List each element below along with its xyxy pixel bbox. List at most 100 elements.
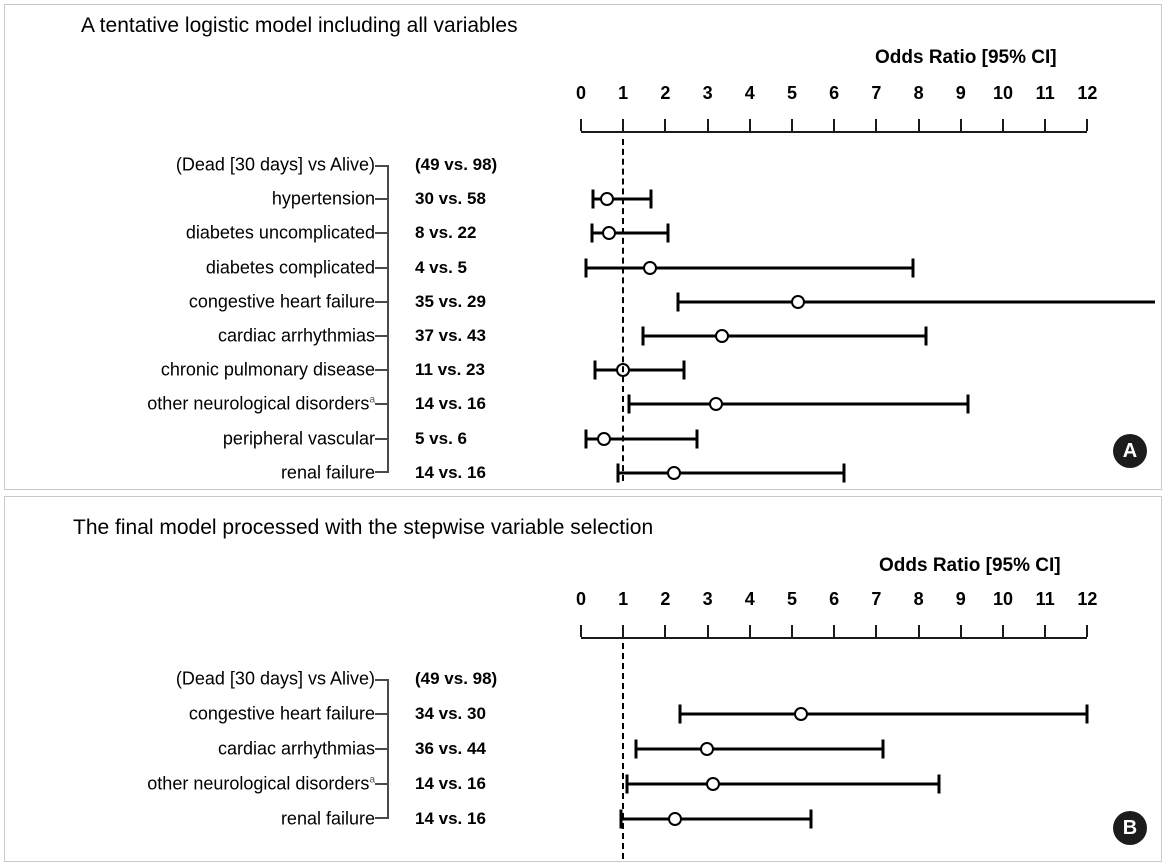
- row-count-cardiac-arrhythmias: 36 vs. 44: [415, 739, 486, 758]
- x-axis-line: [581, 637, 1088, 639]
- footnote-marker: a: [369, 774, 375, 786]
- row-label-renal-failure: renal failure: [280, 808, 375, 829]
- bracket-tick: [375, 300, 389, 303]
- ci-line-congestive-heart-failure: [678, 300, 1155, 304]
- x-tick-label-7: 7: [871, 83, 882, 103]
- x-axis-tick-11: [1044, 625, 1047, 637]
- x-axis-tick-5: [791, 119, 793, 131]
- row-label-other-neurological-disorders: other neurological disordersa: [147, 393, 375, 414]
- x-tick-label-5: 5: [786, 83, 798, 103]
- x-tick-label-6: 6: [829, 83, 840, 103]
- row-count-renal-failure: 14 vs. 16: [415, 809, 486, 828]
- bracket-tick: [375, 403, 389, 406]
- bracket-tick: [375, 437, 389, 440]
- ci-line-hypertension: [592, 197, 652, 201]
- bracket-tick: [375, 198, 389, 201]
- x-axis-tick-1: [622, 119, 625, 131]
- x-tick-label-8: 8: [913, 83, 924, 103]
- row-count-other-neurological-disorders: 14 vs. 16: [415, 774, 486, 793]
- x-tick-label-4: 4: [744, 83, 755, 103]
- x-tick-label-12: 12: [1077, 589, 1098, 609]
- x-tick-label-2: 2: [660, 589, 671, 609]
- odds-ratio-point-other-neurological-disorders: [705, 777, 720, 791]
- bracket-tick: [375, 335, 389, 337]
- ci-upper-cap: [695, 429, 699, 449]
- odds-ratio-point-peripheral-vascular: [597, 431, 612, 446]
- ci-upper-cap: [881, 739, 885, 759]
- ci-upper-cap: [911, 258, 915, 278]
- x-axis-tick-11: [1044, 119, 1047, 131]
- x-axis-tick-9: [959, 119, 962, 131]
- ci-upper-cap: [937, 774, 941, 794]
- bracket-tick: [375, 748, 389, 750]
- ci-lower-cap: [625, 774, 629, 794]
- row-label-diabetes-complicated: diabetes complicated: [205, 257, 375, 278]
- ci-upper-cap: [666, 223, 669, 243]
- ci-lower-cap: [616, 463, 620, 483]
- label-bracket: [375, 165, 389, 473]
- row-label-header: (Dead [30 days] vs Alive): [175, 668, 375, 689]
- x-tick-label-4: 4: [744, 589, 755, 609]
- x-tick-label-3: 3: [702, 589, 713, 609]
- ci-line-other-neurological-disorders: [627, 782, 939, 786]
- ci-upper-cap: [842, 463, 846, 483]
- x-tick-label-9: 9: [955, 589, 966, 609]
- panel-b-badge: B: [1113, 811, 1147, 845]
- ci-upper-cap: [924, 326, 928, 346]
- row-label-renal-failure: renal failure: [280, 462, 375, 483]
- x-tick-label-2: 2: [660, 83, 671, 103]
- row-count-congestive-heart-failure: 35 vs. 29: [415, 291, 486, 311]
- x-axis-tick-12: [1086, 625, 1089, 637]
- ci-line-cardiac-arrhythmias: [643, 334, 927, 338]
- ci-lower-cap: [584, 429, 588, 449]
- x-tick-label-10: 10: [992, 589, 1014, 609]
- x-tick-label-9: 9: [955, 83, 966, 103]
- row-count-header: (49 vs. 98): [415, 669, 498, 688]
- x-axis-tick-1: [622, 625, 625, 637]
- x-axis-tick-2: [664, 625, 667, 637]
- x-tick-label-7: 7: [871, 589, 882, 609]
- x-tick-label-1: 1: [618, 589, 629, 609]
- reference-line-or-1: [622, 643, 625, 859]
- panel-b-axis-title: Odds Ratio [95% CI]: [879, 555, 1061, 576]
- ci-lower-cap: [584, 258, 588, 278]
- x-axis-tick-12: [1086, 119, 1089, 131]
- row-count-renal-failure: 14 vs. 16: [415, 462, 486, 482]
- ci-line-renal-failure: [621, 817, 811, 821]
- row-label-congestive-heart-failure: congestive heart failure: [188, 291, 375, 312]
- ci-lower-cap: [678, 704, 682, 724]
- row-label-congestive-heart-failure: congestive heart failure: [188, 703, 375, 724]
- odds-ratio-point-hypertension: [600, 192, 615, 207]
- panel-b: The final model processed with the stepw…: [4, 496, 1162, 862]
- x-axis-tick-4: [748, 625, 751, 637]
- odds-ratio-point-cardiac-arrhythmias: [700, 742, 715, 756]
- row-label-peripheral-vascular: peripheral vascular: [222, 428, 375, 449]
- x-axis-tick-8: [917, 625, 920, 637]
- ci-upper-cap: [966, 394, 970, 414]
- x-axis-tick-9: [959, 625, 962, 637]
- x-axis-tick-7: [875, 625, 878, 637]
- row-count-hypertension: 30 vs. 58: [415, 189, 486, 209]
- odds-ratio-point-congestive-heart-failure: [794, 707, 809, 721]
- ci-lower-cap: [590, 223, 594, 243]
- x-axis-tick-3: [706, 625, 709, 637]
- x-axis-tick-10: [1002, 625, 1004, 637]
- panel-a-title: A tentative logistic model including all…: [81, 14, 518, 37]
- odds-ratio-point-congestive-heart-failure: [790, 294, 805, 309]
- row-count-header: (49 vs. 98): [415, 155, 498, 174]
- x-tick-label-8: 8: [913, 589, 924, 609]
- x-axis-tick-6: [833, 625, 836, 637]
- ci-line-congestive-heart-failure: [680, 712, 1088, 716]
- row-label-cardiac-arrhythmias: cardiac arrhythmias: [217, 738, 375, 759]
- row-count-peripheral-vascular: 5 vs. 6: [415, 428, 467, 448]
- ci-upper-cap: [809, 809, 813, 829]
- bracket-tick: [375, 783, 389, 785]
- ci-line-diabetes-complicated: [586, 266, 913, 270]
- panel-a-axis-title: Odds Ratio [95% CI]: [875, 47, 1057, 68]
- row-label-diabetes-uncomplicated: diabetes uncomplicated: [185, 222, 375, 243]
- x-axis-tick-0: [580, 625, 582, 637]
- panel-a: A tentative logistic model including all…: [4, 4, 1162, 490]
- x-axis-tick-5: [791, 625, 793, 637]
- odds-ratio-point-renal-failure: [667, 812, 682, 826]
